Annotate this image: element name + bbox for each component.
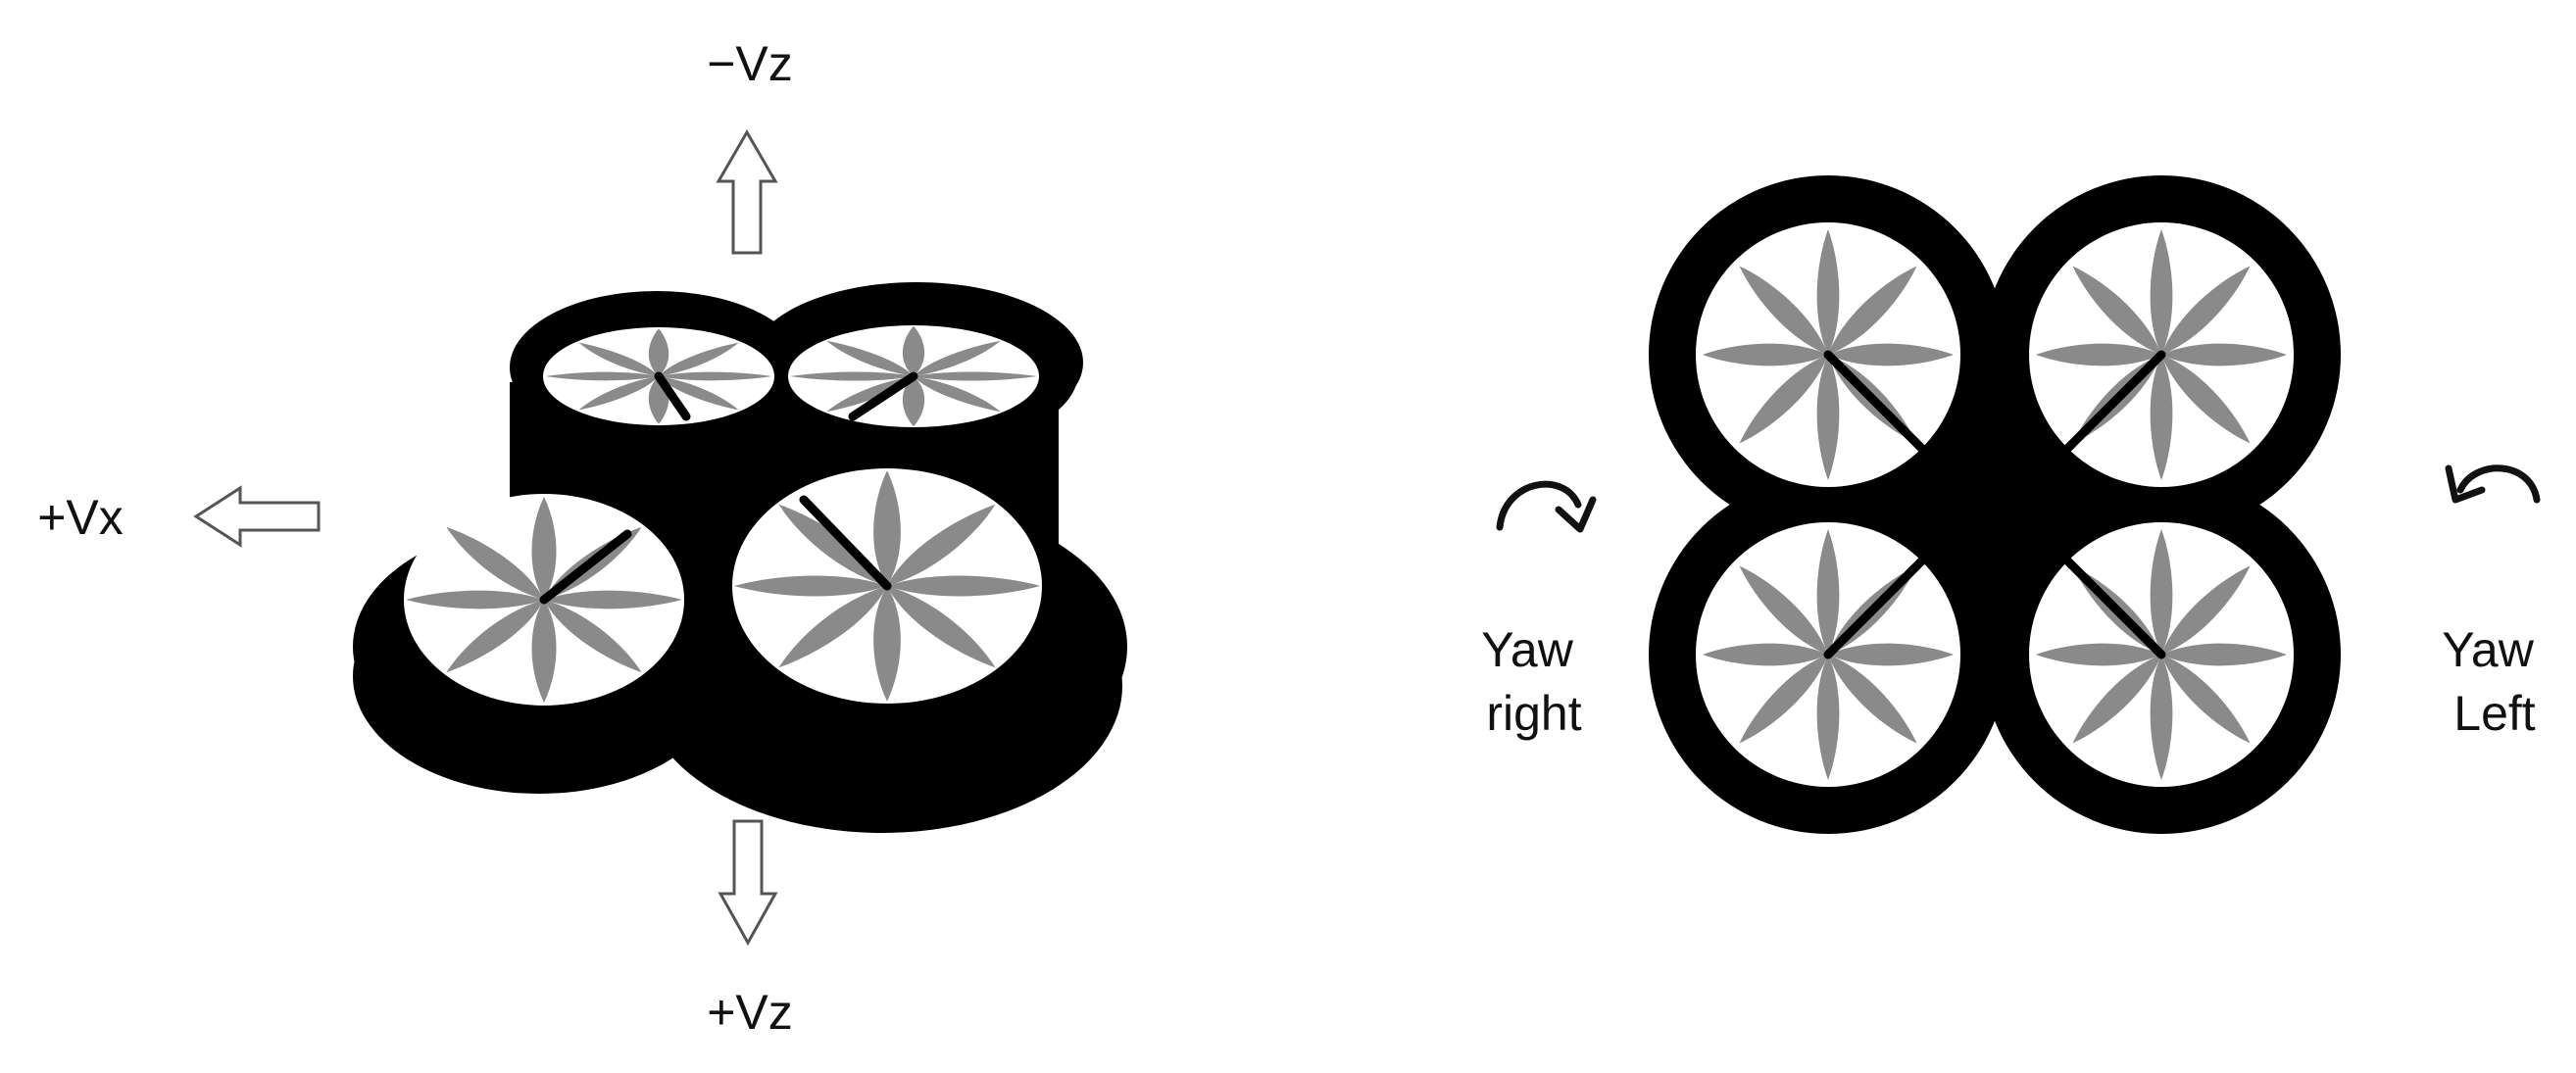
yaw-right-line2: right [1486,686,1581,741]
yaw-left-label: Yaw Left [2442,622,2547,741]
pos-vz-label: +Vz [707,985,793,1040]
down-arrow-icon [718,819,778,947]
neg-vz-label: −Vz [707,36,793,91]
yaw-right-label: Yaw right [1481,622,1586,741]
clockwise-arrow-icon [1496,480,1597,533]
yaw-left-line1: Yaw [2442,622,2534,677]
yaw-right-line1: Yaw [1481,622,1573,677]
perspective-quadcopter [353,282,1127,833]
top-view-quadcopter [1649,175,2341,834]
up-arrow-icon [716,129,778,255]
yaw-left-line2: Left [2453,686,2536,741]
left-arrow-icon [193,485,321,548]
pos-vx-label: +Vx [37,490,124,545]
counterclockwise-arrow-icon [2445,464,2541,504]
